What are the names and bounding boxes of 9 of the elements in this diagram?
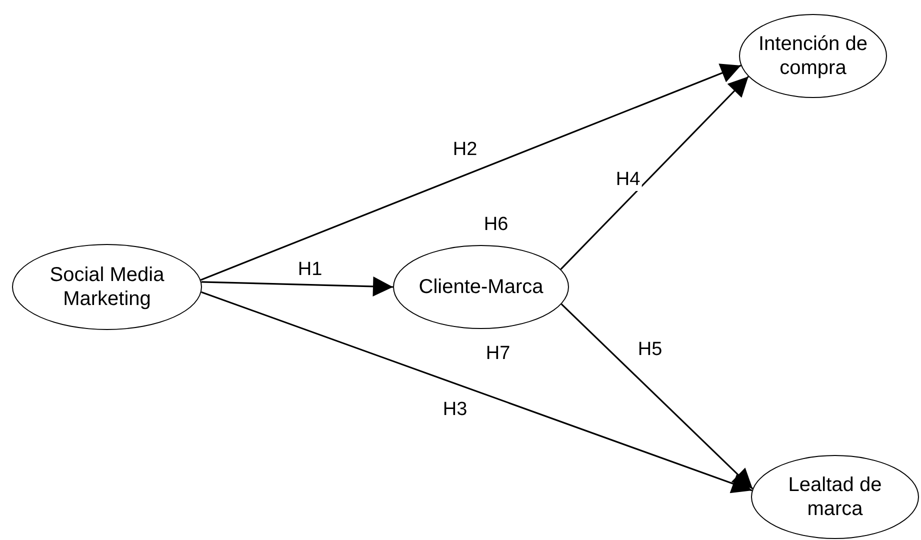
arrow (201, 276, 394, 296)
ellipse-node: Lealtad de marca (751, 455, 919, 539)
ellipse-node: Intención de compra (739, 14, 887, 98)
arrow (201, 291, 752, 494)
arrow (560, 303, 754, 490)
ellipse-node: Cliente-Marca (393, 245, 569, 329)
arrow (560, 76, 749, 270)
ellipse-node: Social Media Marketing (12, 244, 202, 330)
arrow (200, 64, 742, 281)
